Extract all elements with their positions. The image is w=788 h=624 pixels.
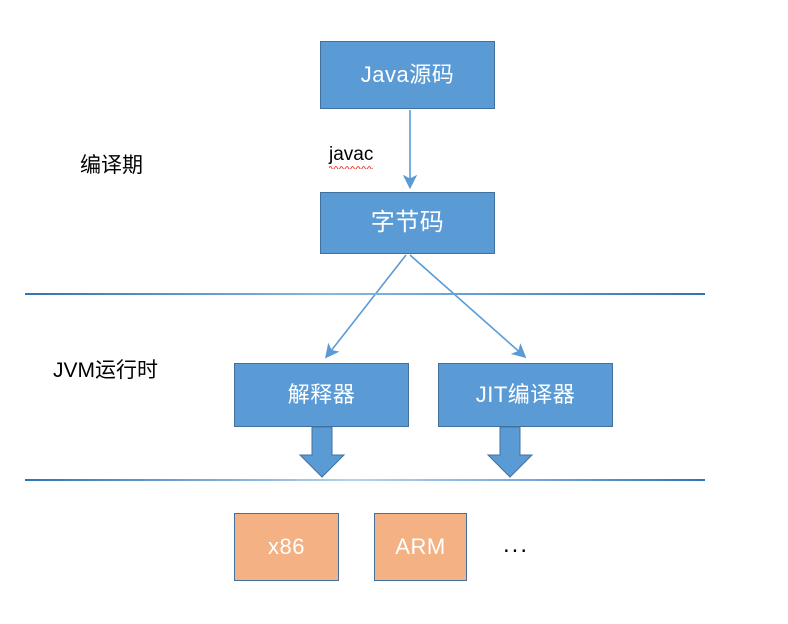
block-arrow-jit-to-hardware xyxy=(486,426,534,478)
spellcheck-squiggle-icon xyxy=(329,165,374,169)
node-java-source: Java源码 xyxy=(320,41,495,109)
node-arm: ARM xyxy=(374,513,467,581)
stage-label-compile-time: 编译期 xyxy=(80,154,143,177)
arrow-bytecode-to-interpreter xyxy=(325,254,407,359)
divider-runtime-hardware xyxy=(25,479,705,481)
node-interpreter: 解释器 xyxy=(234,363,409,427)
arrow-bytecode-to-jit xyxy=(409,254,527,359)
node-x86: x86 xyxy=(234,513,339,581)
edge-label-javac-text: javac xyxy=(329,144,374,165)
node-jit-compiler: JIT编译器 xyxy=(438,363,613,427)
node-more-ellipsis: ... xyxy=(503,531,530,558)
divider-compile-runtime xyxy=(25,293,705,295)
stage-label-jvm-runtime: JVM运行时 xyxy=(53,359,158,382)
node-bytecode: 字节码 xyxy=(320,192,495,254)
block-arrow-interpreter-to-hardware xyxy=(298,426,346,478)
edge-label-javac: javac xyxy=(329,144,374,169)
